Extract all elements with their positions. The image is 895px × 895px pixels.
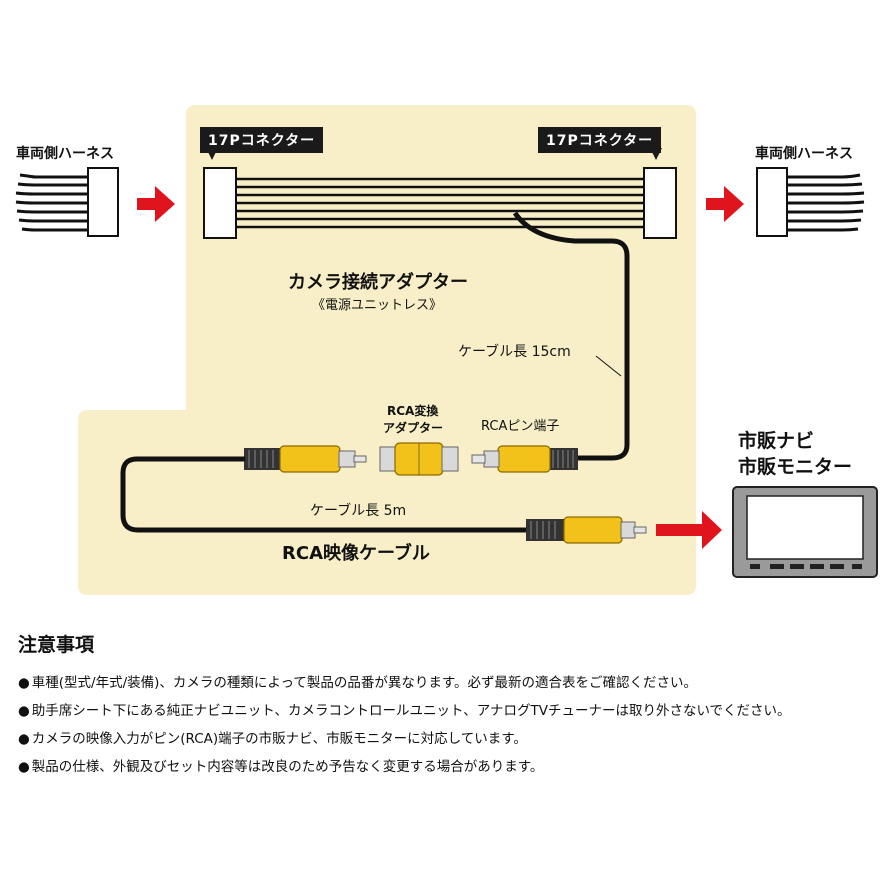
arrow-to-harness bbox=[706, 186, 744, 222]
connector-left-block bbox=[203, 167, 237, 239]
adapter-harness-cable bbox=[235, 177, 645, 229]
aftermarket-monitor bbox=[732, 486, 878, 578]
cable-15cm-label: ケーブル長 15cm bbox=[458, 344, 571, 360]
right-harness-label: 車両側ハーネス bbox=[755, 146, 853, 162]
rca-pin-label: RCAピン端子 bbox=[481, 419, 560, 434]
rca-adapter-label-1: RCA変換 bbox=[387, 404, 439, 418]
rca-cable-title: RCA映像ケーブル bbox=[282, 543, 430, 564]
rca-pin-plug bbox=[471, 445, 578, 473]
rca-cable-plug-right bbox=[526, 516, 647, 544]
notes-list: 車種(型式/年式/装備)、カメラの種類によって製品の品番が異なります。必ず最新の… bbox=[18, 669, 878, 781]
notes-title: 注意事項 bbox=[18, 634, 95, 656]
adapter-subtitle: 《電源ユニットレス》 bbox=[312, 298, 443, 313]
rca-cable-plug-left bbox=[244, 445, 367, 473]
connector-right-block bbox=[643, 167, 677, 239]
rca-cable-5m bbox=[120, 456, 530, 533]
arrow-to-adapter bbox=[137, 186, 175, 222]
note-item: 車種(型式/年式/装備)、カメラの種類によって製品の品番が異なります。必ず最新の… bbox=[18, 669, 878, 697]
connector-left-tag: 17Pコネクター bbox=[200, 127, 324, 153]
cable-5m-label: ケーブル長 5m bbox=[310, 503, 407, 519]
right-vehicle-harness bbox=[756, 167, 865, 237]
monitor-label-1: 市販ナビ bbox=[738, 430, 815, 452]
left-vehicle-harness bbox=[15, 167, 119, 237]
adapter-title: カメラ接続アダプター bbox=[288, 272, 468, 293]
arrow-to-monitor bbox=[656, 511, 722, 549]
rca-adapter-label-2: アダプター bbox=[383, 421, 444, 435]
diagram-canvas bbox=[15, 105, 878, 595]
notes-section: 注意事項 車種(型式/年式/装備)、カメラの種類によって製品の品番が異なります。… bbox=[18, 630, 878, 781]
note-item: 助手席シート下にある純正ナビユニット、カメラコントロールユニット、アナログTVチ… bbox=[18, 697, 878, 725]
note-item: 製品の仕様、外観及びセット内容等は改良のため予告なく変更する場合があります。 bbox=[18, 753, 878, 781]
connector-right-tag: 17Pコネクター bbox=[538, 127, 662, 153]
branch-cable-15cm bbox=[512, 211, 630, 461]
leader-line-15cm bbox=[595, 355, 622, 377]
note-item: カメラの映像入力がピン(RCA)端子の市販ナビ、市販モニターに対応しています。 bbox=[18, 725, 878, 753]
left-harness-label: 車両側ハーネス bbox=[16, 146, 114, 162]
monitor-label-2: 市販モニター bbox=[738, 456, 853, 478]
wiring-diagram: 車両側ハーネス 車両側ハーネス 17Pコネクター 17Pコネクター カメラ接続ア… bbox=[15, 105, 878, 595]
rca-conversion-adapter bbox=[379, 442, 459, 476]
